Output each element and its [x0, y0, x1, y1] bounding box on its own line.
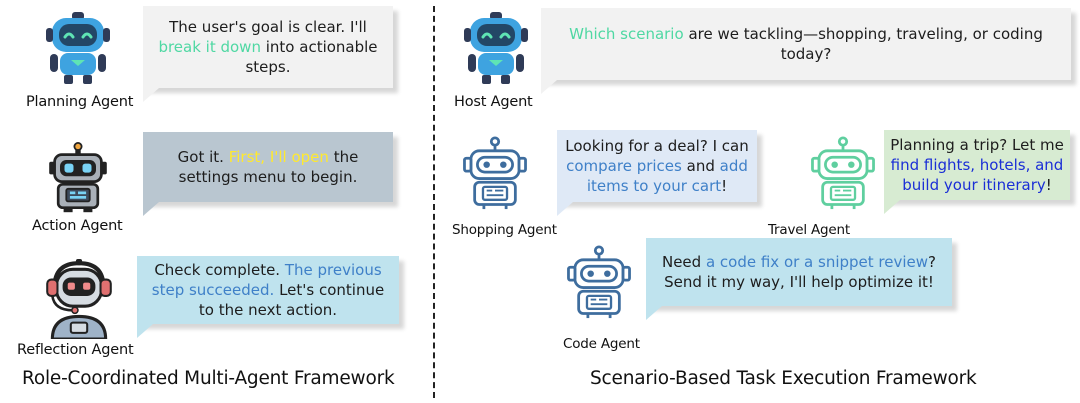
code-message-highlight: a code fix or a snippet review [705, 253, 929, 271]
code-message-pre: Need [661, 253, 702, 271]
travel-agent-message: Planning a trip? Let me find flights, ho… [884, 130, 1070, 214]
code-message-post: ? Send it my way, I'll help optimize it! [664, 253, 937, 291]
reflection-agent-robot-icon [38, 254, 120, 342]
travel-message-pre: Planning a trip? Let me [890, 136, 1064, 154]
shopping-agent-message: Looking for a deal? I can compare prices… [557, 130, 757, 216]
host-agent-label: Host Agent [454, 94, 533, 110]
shopping-message-highlight-1: compare prices [566, 157, 682, 175]
host-agent-message: Which scenario are we tackling—shopping,… [541, 8, 1071, 94]
travel-message-post: ! [1045, 176, 1052, 194]
host-agent-robot-icon [456, 6, 536, 90]
code-agent-robot-icon [562, 236, 636, 328]
planning-message-pre: The user's goal is clear. I'll [169, 18, 367, 36]
planning-message-highlight: break it down [158, 38, 261, 56]
shopping-agent-label: Shopping Agent [452, 222, 557, 238]
shopping-message-pre: Looking for a deal? I can [565, 137, 749, 155]
panel-divider [433, 6, 435, 398]
reflection-message-highlight: The previous step succeeded. [151, 261, 382, 299]
action-agent-label: Action Agent [32, 218, 123, 234]
travel-agent-label: Travel Agent [768, 222, 850, 238]
left-framework-caption: Role-Coordinated Multi-Agent Framework [22, 368, 395, 389]
shopping-message-post: ! [721, 177, 728, 195]
action-agent-message: Got it. First, I'll open the settings me… [143, 132, 393, 216]
action-message-post: the settings menu to begin. [178, 148, 359, 186]
host-message-highlight: Which scenario [569, 25, 684, 43]
shopping-message-mid: and [686, 157, 715, 175]
planning-agent-label: Planning Agent [26, 94, 134, 110]
host-message-post: are we tackling—shopping, traveling, or … [688, 25, 1043, 63]
travel-message-highlight: find flights, hotels, and build your iti… [890, 156, 1064, 194]
travel-agent-robot-icon [806, 128, 880, 218]
shopping-agent-robot-icon [458, 128, 532, 218]
reflection-agent-message: Check complete. The previous step succee… [137, 256, 399, 338]
code-agent-message: Need a code fix or a snippet review? Sen… [646, 238, 952, 320]
action-message-pre: Got it. [177, 148, 224, 166]
right-framework-caption: Scenario-Based Task Execution Framework [590, 368, 977, 389]
shopping-message-highlight-2: add items to your cart [586, 157, 748, 195]
action-message-highlight: First, I'll open [228, 148, 329, 166]
action-agent-robot-icon [42, 136, 114, 220]
code-agent-label: Code Agent [563, 336, 640, 352]
reflection-message-pre: Check complete. [154, 261, 281, 279]
reflection-agent-label: Reflection Agent [17, 342, 134, 358]
planning-agent-message: The user's goal is clear. I'll break it … [143, 6, 393, 102]
planning-message-post: into actionable steps. [245, 38, 378, 76]
planning-agent-robot-icon [38, 6, 118, 90]
reflection-message-post: Let's continue to the next action. [198, 281, 385, 319]
